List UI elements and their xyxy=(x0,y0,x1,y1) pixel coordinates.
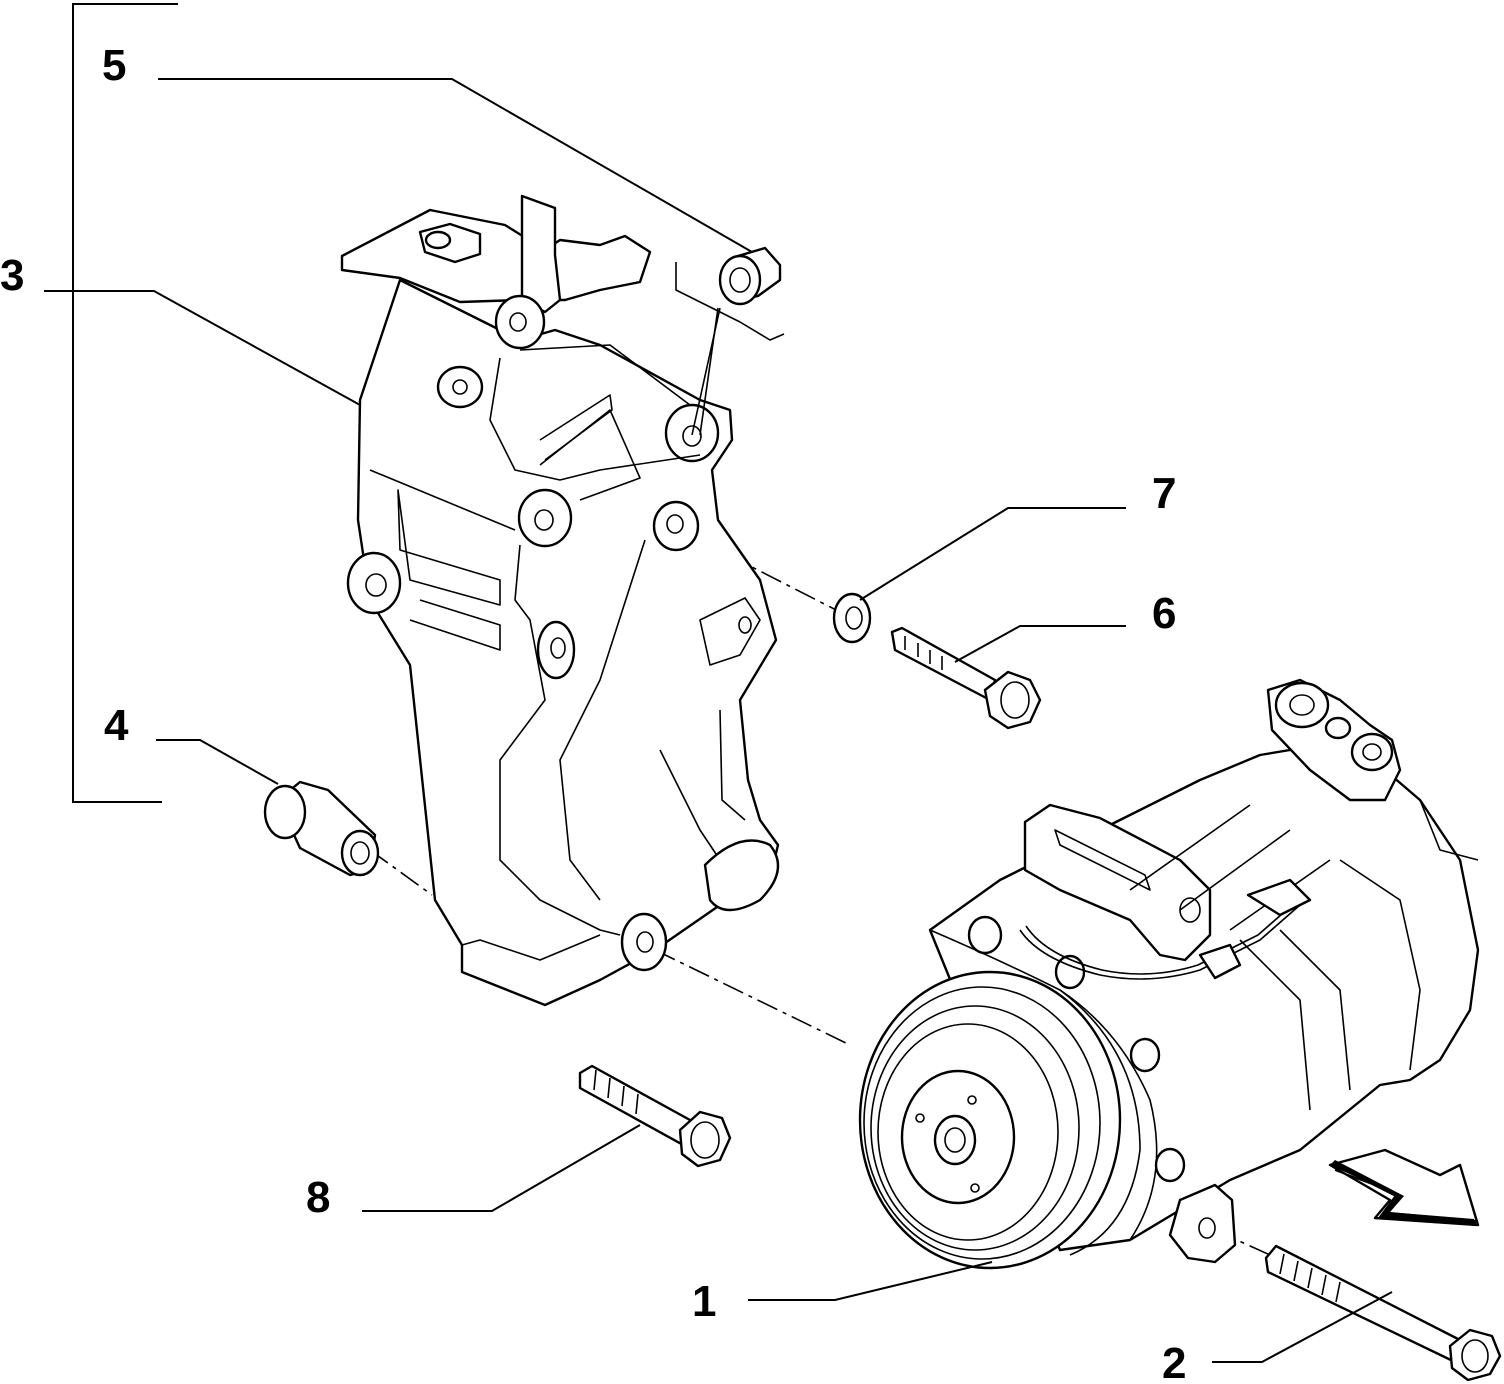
callout-7: 7 xyxy=(1152,469,1176,518)
group-bracket xyxy=(72,3,178,803)
bolt-2 xyxy=(1264,1244,1502,1382)
callout-1: 1 xyxy=(692,1277,716,1326)
mounting-bracket xyxy=(340,194,780,1007)
leader-lines xyxy=(44,78,1393,1363)
callout-2: 2 xyxy=(1162,1339,1186,1384)
bolt-6 xyxy=(890,626,1042,730)
washer xyxy=(832,592,872,644)
bushing-left xyxy=(263,780,380,877)
callout-6: 6 xyxy=(1152,589,1176,638)
callout-8: 8 xyxy=(306,1173,330,1222)
callout-5: 5 xyxy=(102,41,126,90)
bushing-top xyxy=(675,246,785,436)
bolt-8 xyxy=(578,1064,732,1168)
direction-arrow-icon xyxy=(1328,1148,1480,1227)
compressor xyxy=(858,678,1480,1270)
callout-4: 4 xyxy=(104,701,129,750)
callout-3: 3 xyxy=(0,251,24,300)
